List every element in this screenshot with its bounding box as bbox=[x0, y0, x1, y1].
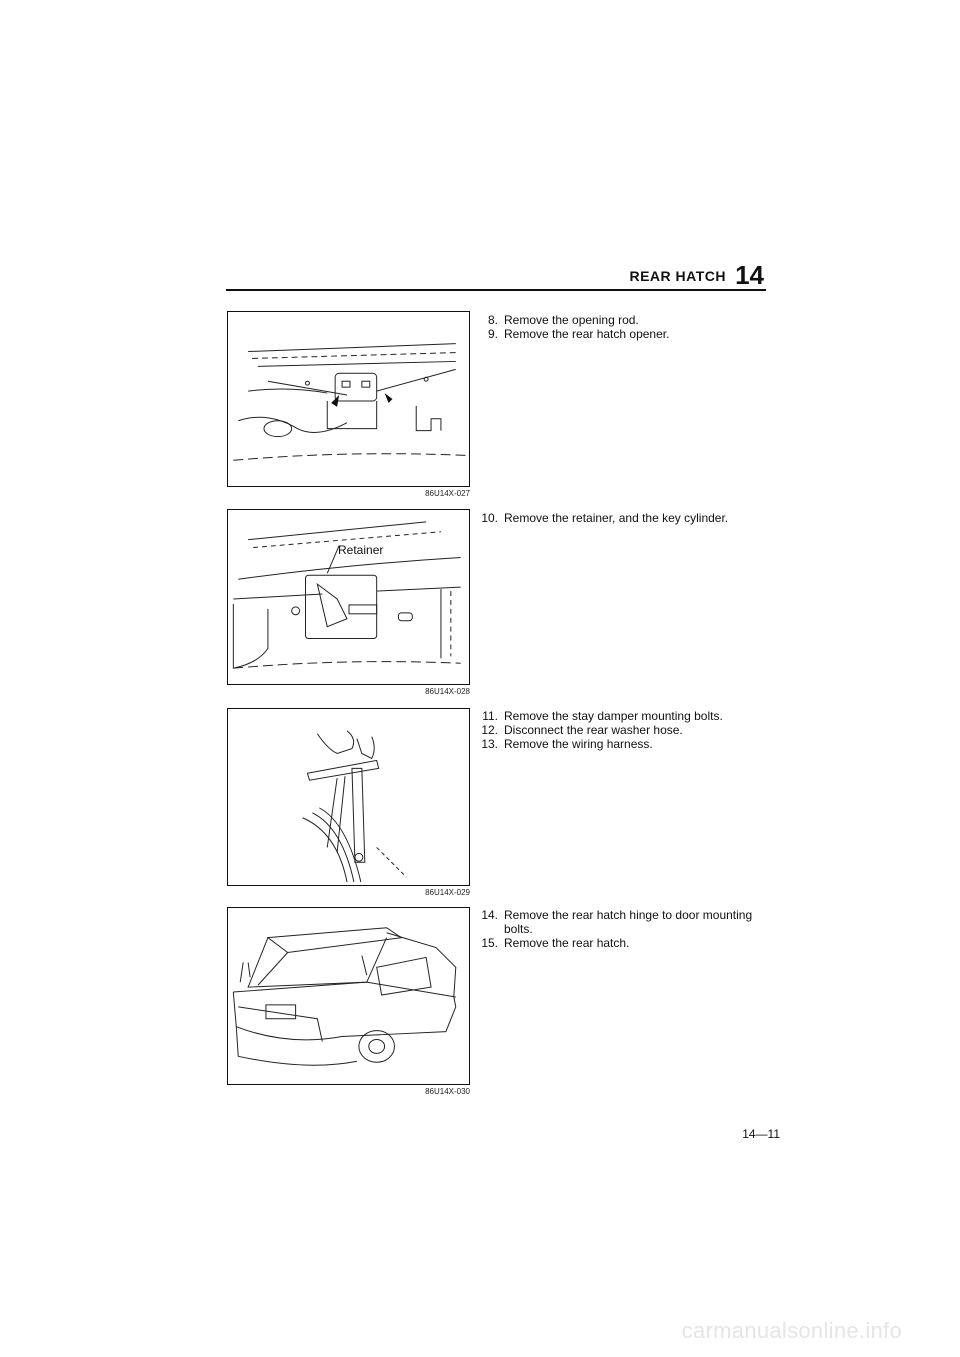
page-header: REAR HATCH 14 bbox=[226, 255, 766, 291]
steps-group-1: 8. Remove the opening rod. 9. Remove the… bbox=[480, 313, 780, 341]
watermark: carmanualsonline.info bbox=[681, 1318, 902, 1343]
steps-group-2: 10. Remove the retainer, and the key cyl… bbox=[480, 511, 780, 525]
figure-code: 86U14X-028 bbox=[425, 687, 470, 696]
figure-rear-hatch bbox=[227, 907, 470, 1085]
step-13: 13. Remove the wiring harness. bbox=[481, 737, 653, 751]
step-8: 8. Remove the opening rod. bbox=[487, 313, 639, 327]
step-14: 14. Remove the rear hatch hinge to door … bbox=[481, 908, 753, 936]
figure-code: 86U14X-027 bbox=[425, 489, 470, 498]
hatch-opener-illustration bbox=[233, 343, 466, 461]
figure-hatch-opener bbox=[227, 311, 470, 487]
figure-key-cylinder: Retainer bbox=[227, 509, 470, 685]
step-10: 10. Remove the retainer, and the key cyl… bbox=[481, 511, 729, 525]
page-number: 14—11 bbox=[742, 1127, 780, 1141]
section-title: REAR HATCH bbox=[629, 268, 726, 284]
figure-stay-damper bbox=[227, 708, 470, 886]
step-12: 12. Disconnect the rear washer hose. bbox=[481, 723, 683, 737]
figure-code: 86U14X-029 bbox=[425, 888, 470, 897]
step-11: 11. Remove the stay damper mounting bolt… bbox=[482, 709, 723, 723]
step-9: 9. Remove the rear hatch opener. bbox=[487, 327, 670, 341]
section-number: 14 bbox=[735, 260, 764, 290]
steps-group-3: 11. Remove the stay damper mounting bolt… bbox=[480, 709, 780, 751]
figure-code: 86U14X-030 bbox=[425, 1087, 470, 1096]
steps-group-4: 14. Remove the rear hatch hinge to door … bbox=[480, 908, 780, 950]
step-15: 15. Remove the rear hatch. bbox=[481, 936, 630, 950]
stay-damper-illustration bbox=[302, 730, 407, 883]
key-cylinder-illustration bbox=[232, 521, 461, 669]
rear-hatch-illustration bbox=[232, 927, 457, 1066]
retainer-callout: Retainer bbox=[338, 543, 384, 557]
